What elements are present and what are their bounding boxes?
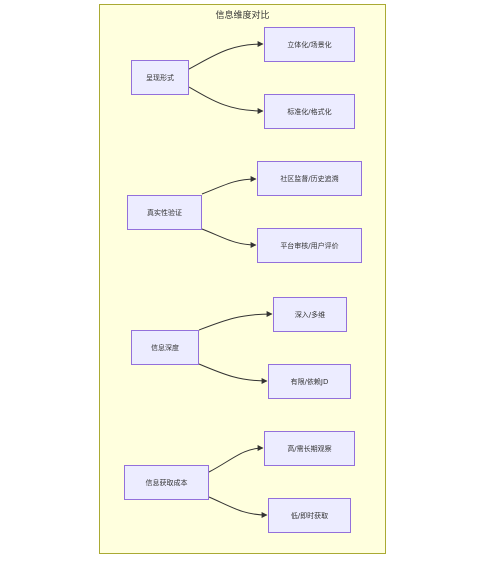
node-high-long-observation[interactable]: 高/需长期观察	[264, 431, 355, 466]
node-presentation-form[interactable]: 呈现形式	[131, 60, 189, 95]
node-3d-scenario[interactable]: 立体化/场景化	[264, 27, 355, 62]
node-low-instant[interactable]: 低/即时获取	[268, 498, 351, 533]
node-platform-review[interactable]: 平台审核/用户评价	[257, 228, 362, 263]
node-limited-jd[interactable]: 有限/依赖JD	[268, 364, 351, 399]
node-acquisition-cost[interactable]: 信息获取成本	[124, 465, 209, 500]
node-authenticity-verification[interactable]: 真实性验证	[127, 195, 202, 230]
subgraph-title: 信息维度对比	[215, 11, 270, 21]
node-community-history[interactable]: 社区监督/历史追溯	[257, 161, 362, 196]
node-information-depth[interactable]: 信息深度	[131, 330, 199, 365]
node-deep-multidimensional[interactable]: 深入/多维	[273, 297, 347, 332]
node-standardized-format[interactable]: 标准化/格式化	[264, 94, 355, 129]
